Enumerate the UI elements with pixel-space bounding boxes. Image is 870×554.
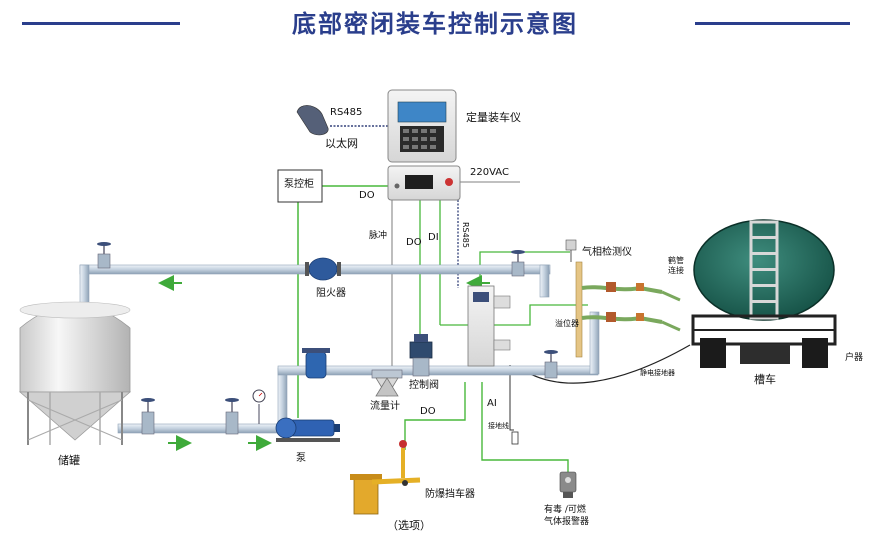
- ground-rod: [511, 431, 519, 445]
- label-ethernet: 以太网: [325, 137, 358, 150]
- tank-truck: [691, 219, 837, 368]
- loading-arm-structure: [575, 261, 681, 358]
- gate-valve-top: [97, 242, 111, 269]
- label-gas-detector: 气相检测仪: [582, 247, 632, 258]
- label-flame-arrester: 阻火器: [316, 288, 346, 299]
- label-tank-truck: 槽车: [754, 373, 776, 386]
- ethernet-device: [296, 105, 329, 136]
- title-bar-right: [695, 22, 850, 25]
- label-do-mid: DO: [406, 237, 422, 248]
- label-pump-cabinet: 泵控柜: [284, 179, 314, 190]
- gas-alarm: [559, 471, 577, 498]
- label-220vac: 220VAC: [470, 167, 509, 178]
- label-optional: （选项）: [387, 519, 431, 532]
- storage-tank: [18, 301, 132, 445]
- label-gas-alarm-line1: 有毒 /可燃: [544, 505, 586, 515]
- ground-wire: [509, 365, 514, 431]
- label-do-pump: DO: [359, 190, 375, 201]
- control-cabinet: [467, 285, 511, 367]
- junction-box: [387, 165, 461, 201]
- gate-valve-right: [544, 350, 558, 379]
- label-control-valve: 控制阀: [409, 380, 439, 391]
- label-pulse: 脉冲: [369, 231, 388, 241]
- label-static-protector: 静电接地器: [640, 369, 675, 377]
- label-ai: AI: [487, 398, 497, 409]
- label-ground: 接地线: [488, 422, 509, 430]
- gate-valve-upper-right: [511, 250, 525, 277]
- flow-meter: [371, 369, 403, 397]
- gate-valve-lower-1: [141, 398, 155, 435]
- upper-pipe-right: [539, 264, 550, 298]
- filter: [302, 348, 330, 379]
- label-gas-alarm-line2: 气体报警器: [544, 517, 590, 527]
- main-pipe-up: [589, 311, 600, 375]
- page-title: 底部密闭装车控制示意图: [292, 10, 578, 38]
- label-pump: 泵: [296, 453, 306, 464]
- signal-line-do-bottom: [404, 382, 466, 450]
- loading-controller: [387, 89, 457, 163]
- label-flow-meter: 流量计: [370, 401, 400, 412]
- label-loading-arm: 鹤管 连接: [668, 256, 684, 275]
- label-level-switch: 溢位器: [555, 319, 579, 328]
- gas-detector: [565, 239, 577, 262]
- barrier-gate: [350, 440, 421, 515]
- label-rs485-top: RS485: [330, 107, 363, 118]
- label-di: DI: [428, 232, 439, 243]
- pump-cabinet-box: [277, 169, 323, 203]
- label-right-edge: 户器: [845, 353, 864, 363]
- label-loading-controller: 定量装车仪: [466, 111, 521, 124]
- static-ground-wire: [519, 344, 691, 384]
- pump: [275, 417, 340, 442]
- label-barrier: 防爆挡车器: [425, 489, 475, 500]
- label-storage-tank: 储罐: [58, 454, 80, 467]
- flame-arrester: [305, 257, 341, 281]
- label-rs485-vertical: RS485: [461, 222, 470, 248]
- signal-line-ai: [481, 382, 569, 472]
- title-bar-left: [22, 22, 180, 25]
- gate-valve-lower-2: [225, 398, 239, 435]
- pressure-gauge: [252, 389, 266, 424]
- label-do-bottom: DO: [420, 406, 436, 417]
- control-valve: [409, 334, 433, 377]
